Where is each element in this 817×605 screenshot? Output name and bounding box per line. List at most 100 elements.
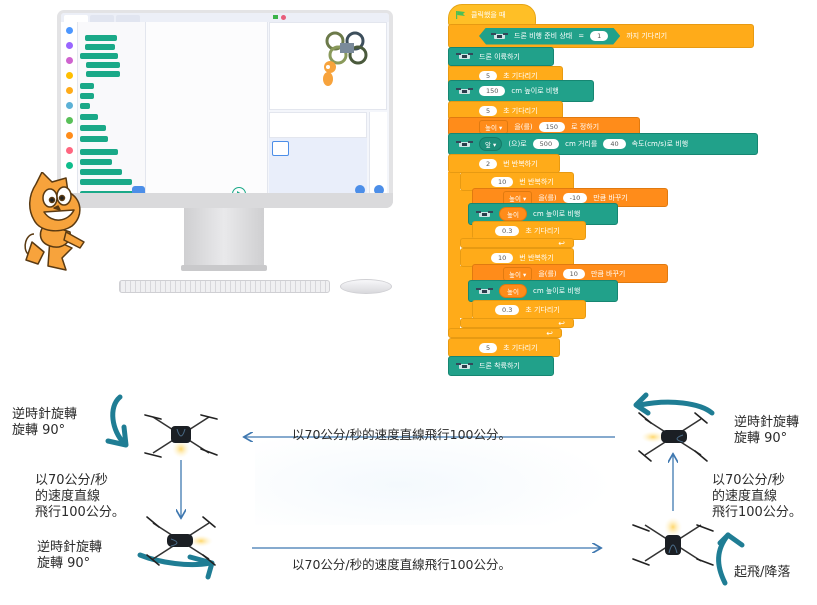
palette-block[interactable]: [86, 71, 120, 77]
label-top-left-rotate: 逆時針旋轉 旋轉 90°: [12, 407, 78, 438]
value-input[interactable]: -10: [562, 192, 588, 203]
palette-block[interactable]: [80, 125, 106, 131]
value-input[interactable]: 1: [590, 31, 608, 41]
condition-hexagon[interactable]: 드론 비행 준비 상태 = 1: [479, 28, 620, 45]
palette-block[interactable]: [80, 169, 122, 175]
palette-block[interactable]: [80, 83, 94, 89]
seconds-input[interactable]: 5: [479, 342, 498, 353]
seconds-input[interactable]: 5: [479, 70, 498, 81]
block-label: 초 기다리기: [525, 226, 560, 235]
palette-block[interactable]: [80, 159, 112, 165]
palette-block[interactable]: [80, 93, 94, 99]
category-events[interactable]: [66, 72, 73, 79]
drone-bottom-right: [632, 517, 714, 566]
palette-block[interactable]: [85, 44, 115, 50]
block-label: 초 기다리기: [525, 305, 560, 314]
wait-until-block[interactable]: 드론 비행 준비 상태 = 1 까지 기다리기: [448, 24, 754, 48]
category-variables[interactable]: [66, 132, 73, 139]
value-input[interactable]: 150: [538, 121, 566, 132]
seconds-input[interactable]: 5: [479, 105, 498, 116]
repeat-count-input[interactable]: 10: [491, 252, 514, 263]
category-control[interactable]: [66, 87, 73, 94]
code-area[interactable]: [146, 22, 268, 197]
when-flag-clicked-block[interactable]: 클릭했을 때: [448, 4, 536, 26]
category-sound[interactable]: [66, 57, 73, 64]
palette-block[interactable]: [80, 53, 118, 59]
speed-input[interactable]: 40: [603, 139, 626, 149]
monitor-stand-base: [181, 265, 267, 271]
height-variable-reporter[interactable]: 높이: [499, 284, 527, 298]
category-my-blocks[interactable]: [66, 147, 73, 154]
block-label: 번 반복하기: [519, 177, 554, 186]
block-label: 만큼 바꾸기: [593, 193, 628, 202]
rotate-arrowhead-icon: [633, 392, 651, 416]
block-label: (으)로: [508, 140, 527, 148]
seconds-input[interactable]: 0.3: [495, 225, 520, 236]
background-glow: [255, 425, 615, 525]
category-looks[interactable]: [66, 42, 73, 49]
palette-block[interactable]: [85, 35, 117, 41]
wait-seconds-block[interactable]: 5 초 기다리기: [448, 338, 560, 357]
block-label: 을(를): [538, 193, 557, 202]
drone-icon: [456, 140, 473, 149]
seconds-input[interactable]: 0.3: [495, 304, 520, 315]
distance-input[interactable]: 500: [532, 139, 560, 149]
palette-block[interactable]: [80, 103, 90, 109]
equals-operator: =: [578, 32, 585, 40]
stop-icon[interactable]: [281, 15, 286, 20]
tab-code[interactable]: [64, 15, 88, 22]
drone-icon: [476, 287, 493, 296]
drone-top-left: [144, 414, 218, 458]
rotate-arrow-top-right: [637, 399, 715, 416]
variable-dropdown[interactable]: 높이 ▾: [503, 266, 533, 281]
repeat-count-input[interactable]: 10: [491, 176, 514, 187]
tab-sounds[interactable]: [116, 15, 140, 22]
label-left-forward: 以70公分/秒 的速度直線 飛行100公分。: [35, 473, 125, 520]
drone-land-block[interactable]: 드론 착륙하기: [448, 356, 554, 376]
repeat-block[interactable]: 2 번 반복하기: [448, 154, 560, 173]
variable-dropdown[interactable]: 높이 ▾: [479, 119, 509, 134]
block-label: 로 정하기: [571, 122, 600, 131]
green-flag-icon[interactable]: [273, 15, 278, 19]
fly-to-height-block[interactable]: 높이 cm 높이로 비행: [468, 280, 618, 302]
monitor-stand: [184, 208, 264, 265]
value-input[interactable]: 10: [562, 268, 585, 279]
category-operators[interactable]: [66, 117, 73, 124]
scratch-editor-screenshot: [61, 13, 389, 197]
add-sprite-button[interactable]: [355, 185, 365, 195]
block-label: cm 거리를: [565, 140, 598, 148]
palette-block[interactable]: [80, 149, 118, 155]
drone-takeoff-block[interactable]: 드론 이륙하기: [448, 47, 554, 66]
drone-icon: [456, 87, 473, 96]
category-list: [61, 22, 78, 197]
palette-block[interactable]: [80, 114, 98, 120]
monitor-chin: [57, 193, 393, 208]
category-motion[interactable]: [66, 27, 73, 34]
block-program: 클릭했을 때 드론 비행 준비 상태 = 1 까지 기다리기 드론 이륙하기 5…: [444, 0, 764, 380]
fly-direction-block[interactable]: 앞 ▾ (으)로 500 cm 거리를 40 속도(cm/s)로 비행: [448, 133, 758, 155]
palette-block[interactable]: [80, 136, 108, 142]
fly-to-height-block[interactable]: 높이 cm 높이로 비행: [468, 203, 618, 225]
category-sensing[interactable]: [66, 102, 73, 109]
palette-block[interactable]: [86, 62, 120, 68]
tab-costumes[interactable]: [90, 15, 114, 22]
height-variable-reporter[interactable]: 높이: [499, 207, 527, 221]
wait-seconds-block[interactable]: 0.3 초 기다리기: [472, 300, 586, 319]
fly-to-height-block[interactable]: 150 cm 높이로 비행: [448, 80, 594, 102]
lock-icon[interactable]: [132, 186, 145, 196]
mouse-illustration: [340, 279, 392, 294]
category-drone[interactable]: [66, 162, 73, 169]
block-label: cm 높이로 비행: [532, 210, 581, 218]
label-takeoff-landing: 起飛/降落: [734, 565, 791, 580]
block-label: 을(를): [514, 122, 533, 131]
sprite-thumbnail[interactable]: [272, 141, 289, 156]
direction-dropdown[interactable]: 앞 ▾: [479, 137, 503, 151]
rotate-arrow-top-left: [110, 394, 127, 446]
height-input[interactable]: 150: [479, 86, 506, 96]
add-backdrop-button[interactable]: [374, 185, 384, 195]
repeat-block[interactable]: 10 번 반복하기: [460, 172, 574, 191]
repeat-count-input[interactable]: 2: [479, 158, 498, 169]
loop-arrow-icon: ↩: [546, 329, 553, 338]
palette-block[interactable]: [80, 179, 132, 185]
drone-sprite: [325, 31, 368, 65]
